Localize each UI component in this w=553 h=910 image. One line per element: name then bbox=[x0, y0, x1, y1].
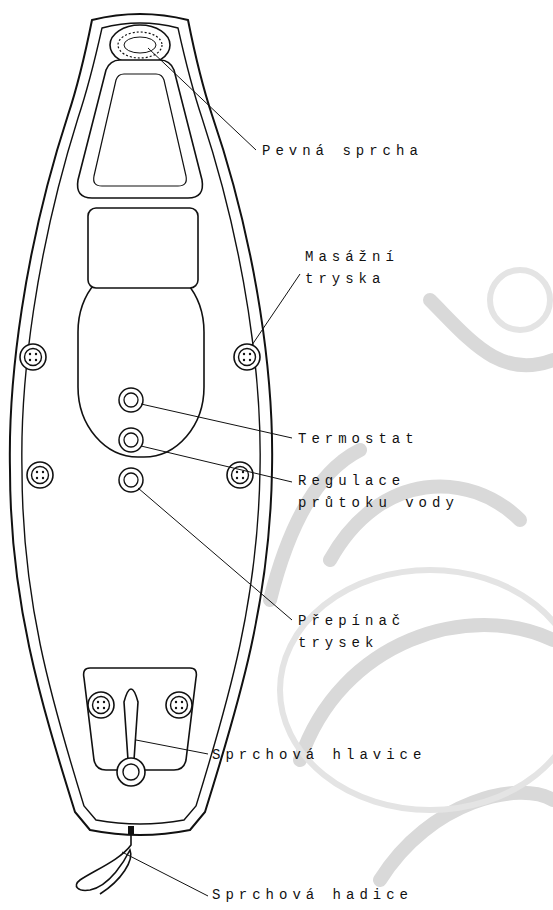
watermark-ring bbox=[280, 270, 553, 810]
bracket-jet bbox=[166, 692, 192, 718]
part-label: Masážní tryska bbox=[305, 246, 425, 290]
thermostat-knob bbox=[119, 388, 143, 412]
part-label: Sprchová hadice bbox=[212, 884, 413, 906]
part-label: Termostat bbox=[298, 428, 419, 450]
part-label: Přepínač trysek bbox=[298, 610, 418, 654]
massage-jet bbox=[20, 344, 46, 370]
flow-knob bbox=[119, 428, 143, 452]
upper-recess bbox=[78, 60, 203, 198]
massage-jet bbox=[234, 344, 260, 370]
display-recess bbox=[88, 208, 198, 288]
bracket-jet bbox=[88, 692, 114, 718]
part-label: Pevná sprcha bbox=[262, 140, 423, 162]
fixed-shower-head bbox=[110, 25, 170, 65]
shower-hose bbox=[76, 830, 131, 894]
control-panel bbox=[78, 262, 204, 457]
hand-shower-bracket bbox=[84, 668, 197, 770]
massage-jet bbox=[227, 462, 253, 488]
panel-inner-outline bbox=[22, 23, 260, 824]
leader-line bbox=[122, 48, 300, 896]
massage-jet bbox=[27, 462, 53, 488]
hand-shower-head bbox=[117, 689, 145, 786]
part-label: Regulace průtoku vody bbox=[298, 470, 478, 514]
part-label: Sprchová hlavice bbox=[212, 744, 426, 766]
jet-selector-knob bbox=[119, 468, 143, 492]
